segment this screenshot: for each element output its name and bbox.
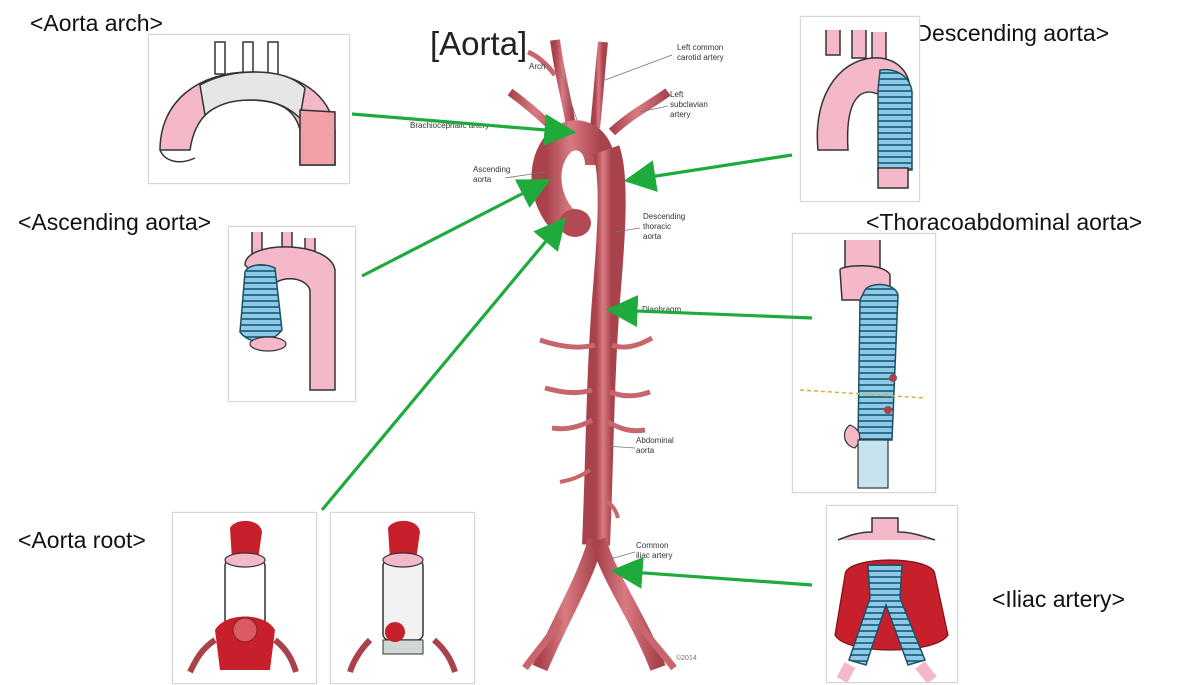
label-abdominal-1: Abdominal [636, 436, 674, 445]
arrow-descending [630, 155, 792, 180]
arrow-root [322, 222, 562, 510]
aorta-arch-illustration [160, 42, 335, 165]
descending-aorta-illustration [817, 30, 912, 188]
label-left-common-carotid-2: carotid artery [677, 53, 724, 62]
arrow-thoracoabdominal [612, 310, 812, 318]
aorta-root-illustration-2 [350, 521, 455, 672]
label-descending-thoracic-3: aorta [643, 232, 662, 241]
label-left-subclavian-1: Left [670, 90, 684, 99]
svg-text:©2014: ©2014 [676, 654, 697, 662]
ascending-aorta-illustration [240, 232, 335, 390]
iliac-illustration [835, 518, 948, 680]
label-common-iliac-2: iliac artery [636, 551, 672, 560]
aorta-root-illustration-1 [190, 521, 296, 672]
label-left-common-carotid-1: Left common [677, 43, 723, 52]
pointer-arrows [322, 114, 812, 585]
arrow-ascending [362, 182, 545, 276]
thoracoabdominal-illustration [800, 240, 925, 488]
label-abdominal-2: aorta [636, 446, 655, 455]
arrow-iliac [617, 571, 812, 585]
label-descending-thoracic-2: thoracic [643, 222, 671, 231]
label-left-subclavian-2: subclavian [670, 100, 708, 109]
label-common-iliac-1: Common [636, 541, 668, 550]
label-descending-thoracic-1: Descending [643, 212, 685, 221]
label-ascending-1: Ascending [473, 165, 510, 174]
label-ascending-2: aorta [473, 175, 492, 184]
label-left-subclavian-3: artery [670, 110, 690, 119]
label-arch: Arch [529, 62, 545, 71]
